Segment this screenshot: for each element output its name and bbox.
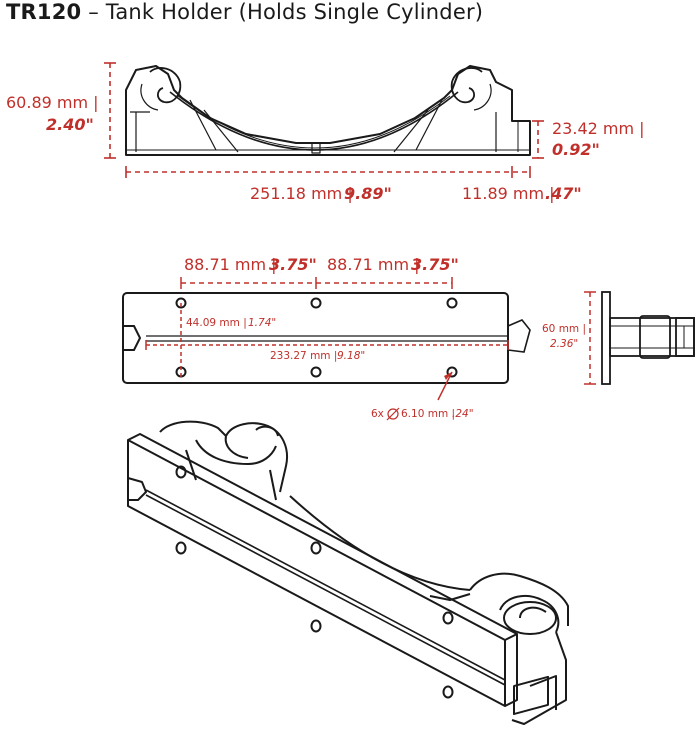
spacing-right-in: 3.75" — [411, 255, 459, 274]
product-name: Tank Holder (Holds Single Cylinder) — [105, 0, 484, 24]
title-separator: – — [81, 0, 106, 24]
lip-mm: 11.89 mm | — [462, 184, 555, 203]
length-mm: 251.18 mm | — [250, 184, 353, 203]
diameter-icon — [386, 407, 400, 421]
hole-diameter-mm: 6.10 mm | — [401, 408, 456, 420]
top-view-outline — [122, 292, 531, 384]
height-right-in: 0.92" — [552, 140, 600, 159]
hole-diameter-in: .24" — [452, 408, 474, 420]
height-right-mm: 23.42 mm | — [552, 119, 645, 138]
side-view-dimensions — [104, 62, 544, 178]
hole-count: 6x — [371, 408, 384, 420]
hole-span-mm: 233.27 mm | — [270, 350, 338, 362]
end-height-mm: 60 mm | — [542, 323, 587, 335]
lip-in: .47" — [545, 184, 582, 203]
length-in: 9.89" — [344, 184, 392, 203]
spacing-left-in: 3.75" — [269, 255, 317, 274]
model-number: TR120 — [6, 0, 82, 24]
end-height-in: 2.36" — [550, 338, 579, 350]
row-spacing-mm: 44.09 mm | — [186, 317, 247, 329]
spacing-right-mm: 88.71 mm | — [327, 255, 420, 274]
hole-span-in: 9.18" — [337, 350, 366, 362]
end-view-dimensions — [584, 291, 596, 385]
spacing-left-mm: 88.71 mm | — [184, 255, 277, 274]
side-view-outline — [125, 65, 531, 156]
height-left-in: 2.40" — [46, 115, 94, 134]
isometric-view — [127, 420, 569, 725]
height-left-mm: 60.89 mm | — [6, 93, 99, 112]
page-title: TR120 – Tank Holder (Holds Single Cylind… — [6, 0, 483, 24]
hole-leader-arrow — [444, 372, 452, 380]
row-spacing-in: 1.74" — [248, 317, 277, 329]
end-view-outline — [601, 291, 695, 385]
top-view-dimensions — [145, 277, 509, 401]
